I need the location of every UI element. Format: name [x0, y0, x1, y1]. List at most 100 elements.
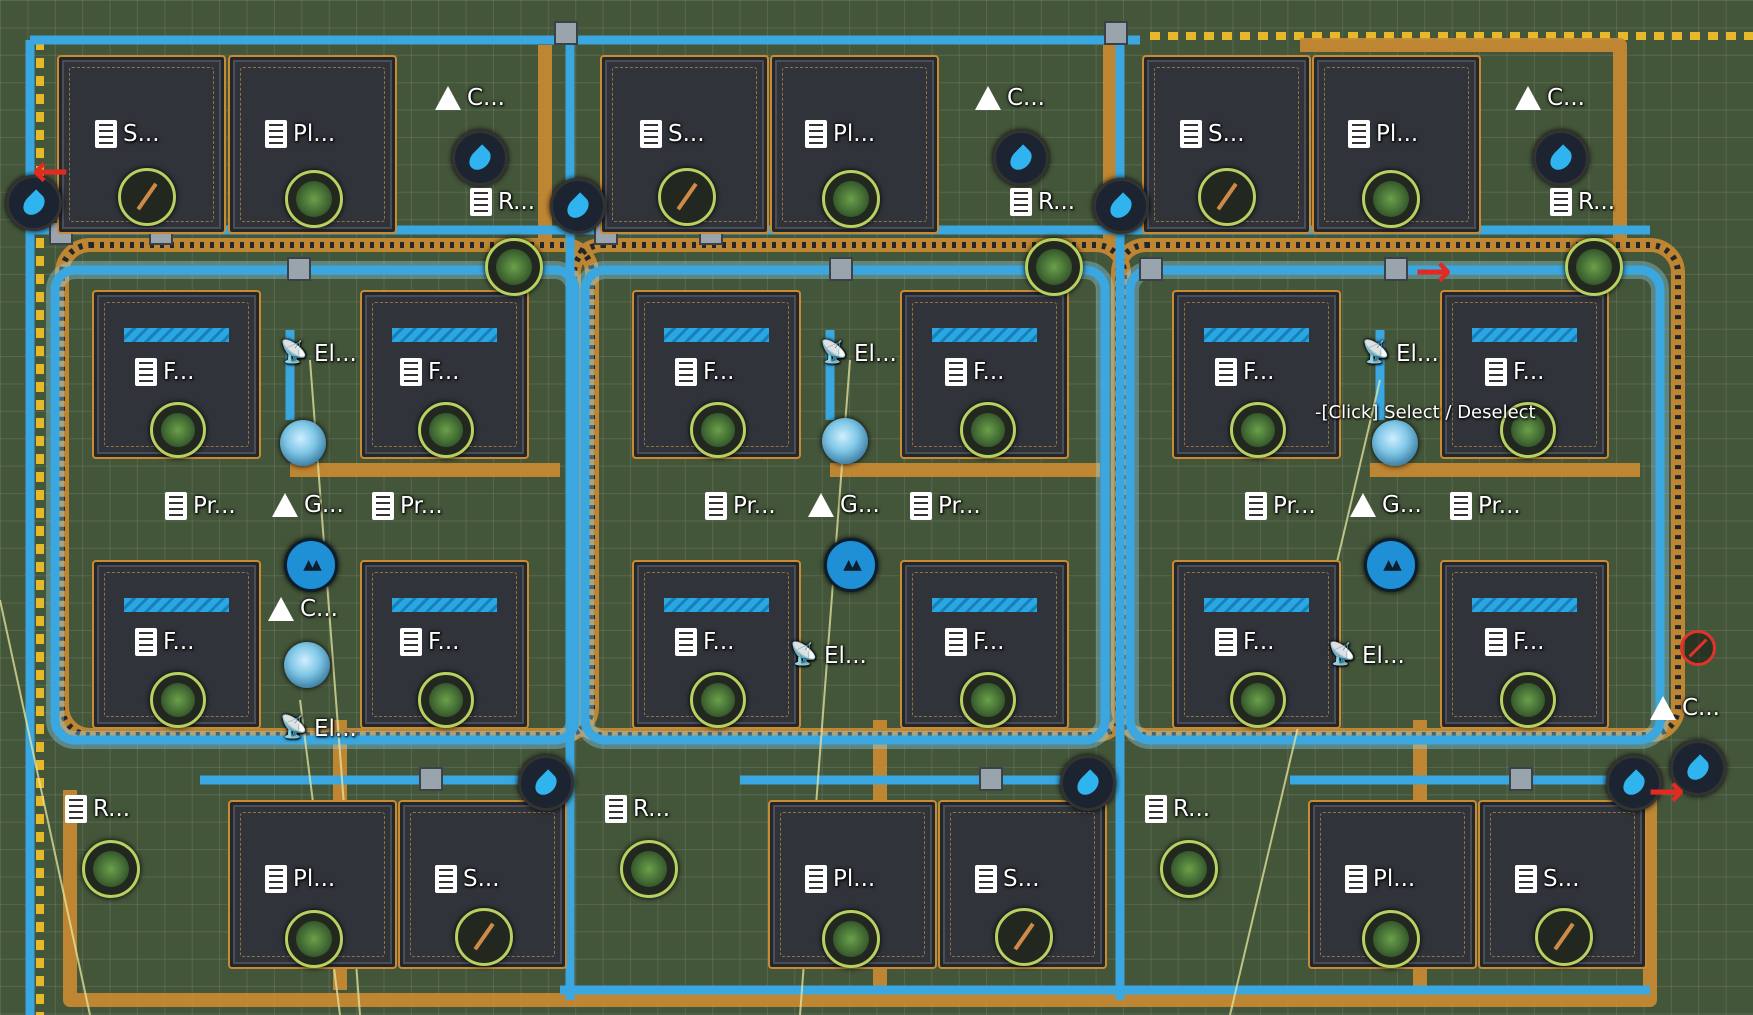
processor-label: Pr...: [165, 492, 236, 520]
refinery-label: R...: [1145, 795, 1210, 823]
planter-label: Pl...: [805, 865, 875, 893]
crop-icon: [960, 402, 1016, 458]
module-icon: [824, 538, 878, 592]
refinery-icon: [1010, 188, 1032, 216]
storage-label: S...: [435, 865, 500, 893]
mountain-icon: [1650, 696, 1676, 720]
fabricator-label: F...: [135, 628, 194, 656]
refinery-label: R...: [1010, 188, 1075, 216]
refinery-label: R...: [605, 795, 670, 823]
refinery-label: R...: [65, 795, 130, 823]
document-icon: [705, 492, 727, 520]
water-drop-icon: [1060, 755, 1116, 811]
water-drop-icon: [518, 755, 574, 811]
fabricator-icon: [1215, 628, 1237, 656]
crop-icon: [822, 910, 880, 968]
generator-label: G...: [1350, 492, 1422, 518]
document-icon: [165, 492, 187, 520]
crop-icon: [418, 402, 474, 458]
fabricator-icon: [675, 358, 697, 386]
constructor-label: C...: [975, 85, 1045, 111]
antenna-icon: [820, 340, 848, 368]
processor-label: Pr...: [1450, 492, 1521, 520]
constructor-label: C...: [1515, 85, 1585, 111]
water-drop-icon: [1533, 130, 1589, 186]
mountain-icon: [268, 597, 294, 621]
storage-building[interactable]: [398, 800, 567, 969]
storage-icon: [640, 120, 662, 148]
document-icon: [372, 492, 394, 520]
crop-icon: [822, 170, 880, 228]
planter-icon: [1348, 120, 1370, 148]
water-drop-icon: [1093, 178, 1149, 234]
crop-icon: [960, 672, 1016, 728]
generator-label: G...: [808, 492, 880, 518]
fabricator-icon: [1485, 358, 1507, 386]
water-drop-icon: [993, 130, 1049, 186]
red-arrow-icon: →: [1415, 246, 1452, 297]
select-tooltip: -[Click] Select / Deselect: [1315, 402, 1536, 423]
fabricator-icon: [400, 628, 422, 656]
cancel-icon[interactable]: [1680, 630, 1716, 666]
crop-icon: [1230, 672, 1286, 728]
refinery-label: R...: [470, 188, 535, 216]
water-drop-icon: [6, 175, 62, 231]
fabricator-icon: [945, 358, 967, 386]
water-drop-icon: [550, 178, 606, 234]
crop-icon: [690, 402, 746, 458]
fabricator-building[interactable]: [900, 290, 1069, 459]
document-icon: [1450, 492, 1472, 520]
planter-label: Pl...: [805, 120, 875, 148]
fabricator-label: F...: [945, 628, 1004, 656]
planter-icon: [805, 865, 827, 893]
storage-label: S...: [95, 120, 160, 148]
refinery-icon: [1145, 795, 1167, 823]
electrical-label: El...: [1328, 642, 1405, 670]
planter-icon: [805, 120, 827, 148]
fabricator-label: F...: [400, 628, 459, 656]
fabricator-icon: [675, 628, 697, 656]
mountain-icon: [975, 86, 1001, 110]
crop-icon: [1362, 910, 1420, 968]
fabricator-label: F...: [675, 358, 734, 386]
fabricator-label: F...: [1485, 358, 1544, 386]
ice-orb-icon: [1372, 420, 1418, 466]
ore-icon: [82, 840, 140, 898]
crop-icon: [1362, 170, 1420, 228]
fabricator-icon: [135, 628, 157, 656]
planter-icon: [1345, 865, 1367, 893]
mountain-icon: [435, 86, 461, 110]
electrical-label: El...: [790, 642, 867, 670]
refinery-icon: [1550, 188, 1572, 216]
fabricator-label: F...: [135, 358, 194, 386]
electrical-label: El...: [1362, 340, 1439, 368]
planter-icon: [265, 865, 287, 893]
ice-orb-icon: [822, 418, 868, 464]
processor-label: Pr...: [1245, 492, 1316, 520]
antenna-icon: [1362, 340, 1390, 368]
crop-icon: [1500, 672, 1556, 728]
crop-icon: [418, 672, 474, 728]
edge-constructor-label: C...: [1650, 695, 1720, 721]
mountain-icon: [1515, 86, 1541, 110]
crop-icon: [285, 170, 343, 228]
fabricator-icon: [1215, 358, 1237, 386]
refinery-icon: [605, 795, 627, 823]
antenna-icon: [790, 642, 818, 670]
document-icon: [1245, 492, 1267, 520]
document-icon: [910, 492, 932, 520]
storage-label: S...: [1515, 865, 1580, 893]
planter-label: Pl...: [1348, 120, 1418, 148]
electrical-label: El...: [280, 715, 357, 743]
tool-icon: [118, 168, 176, 226]
module-icon: [1364, 538, 1418, 592]
storage-icon: [1515, 865, 1537, 893]
crop-icon: [690, 672, 746, 728]
antenna-icon: [1328, 642, 1356, 670]
storage-building[interactable]: [1142, 55, 1311, 234]
fabricator-icon: [1485, 628, 1507, 656]
fabricator-icon: [135, 358, 157, 386]
planter-icon: [265, 120, 287, 148]
antenna-icon: [280, 715, 308, 743]
